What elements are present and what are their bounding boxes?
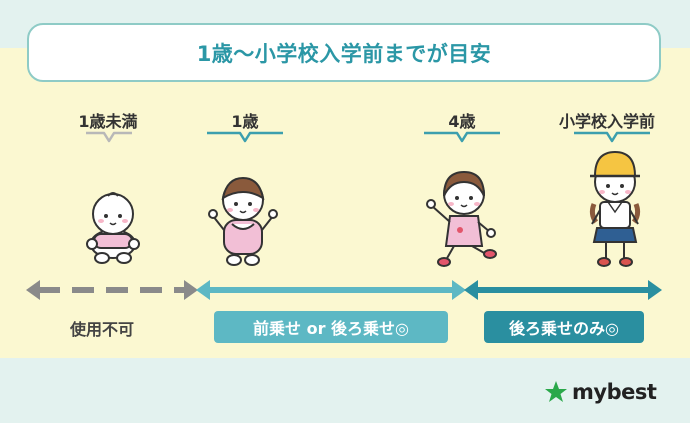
child-illustration <box>426 170 497 267</box>
logo-text: mybest <box>572 380 657 404</box>
age-label-1: 1歳 <box>231 112 259 131</box>
mybest-logo: mybest <box>544 380 657 404</box>
not-usable-arrow <box>26 280 198 300</box>
rear-only-arrow <box>464 280 662 300</box>
age-marker-4 <box>424 131 500 143</box>
front-or-rear-label: 前乗せ or 後ろ乗せ◎ <box>214 311 448 343</box>
title-box: 1歳〜小学校入学前までが目安 <box>27 23 661 82</box>
toddler-illustration <box>208 176 278 266</box>
age-label-4: 4歳 <box>448 112 476 131</box>
age-label-under1: 1歳未満 <box>78 112 138 131</box>
age-marker-1 <box>207 131 283 143</box>
not-usable-label: 使用不可 <box>70 320 135 339</box>
page-title: 1歳〜小学校入学前までが目安 <box>196 41 492 66</box>
front-or-rear-arrow <box>196 280 466 300</box>
age-label-preschool: 小学校入学前 <box>558 112 655 131</box>
age-marker-under1 <box>86 131 132 143</box>
rear-only-label: 後ろ乗せのみ◎ <box>484 311 644 343</box>
age-marker-preschool <box>574 131 650 143</box>
baby-illustration <box>86 192 140 264</box>
star-icon <box>545 381 567 402</box>
preschooler-illustration <box>589 150 641 267</box>
